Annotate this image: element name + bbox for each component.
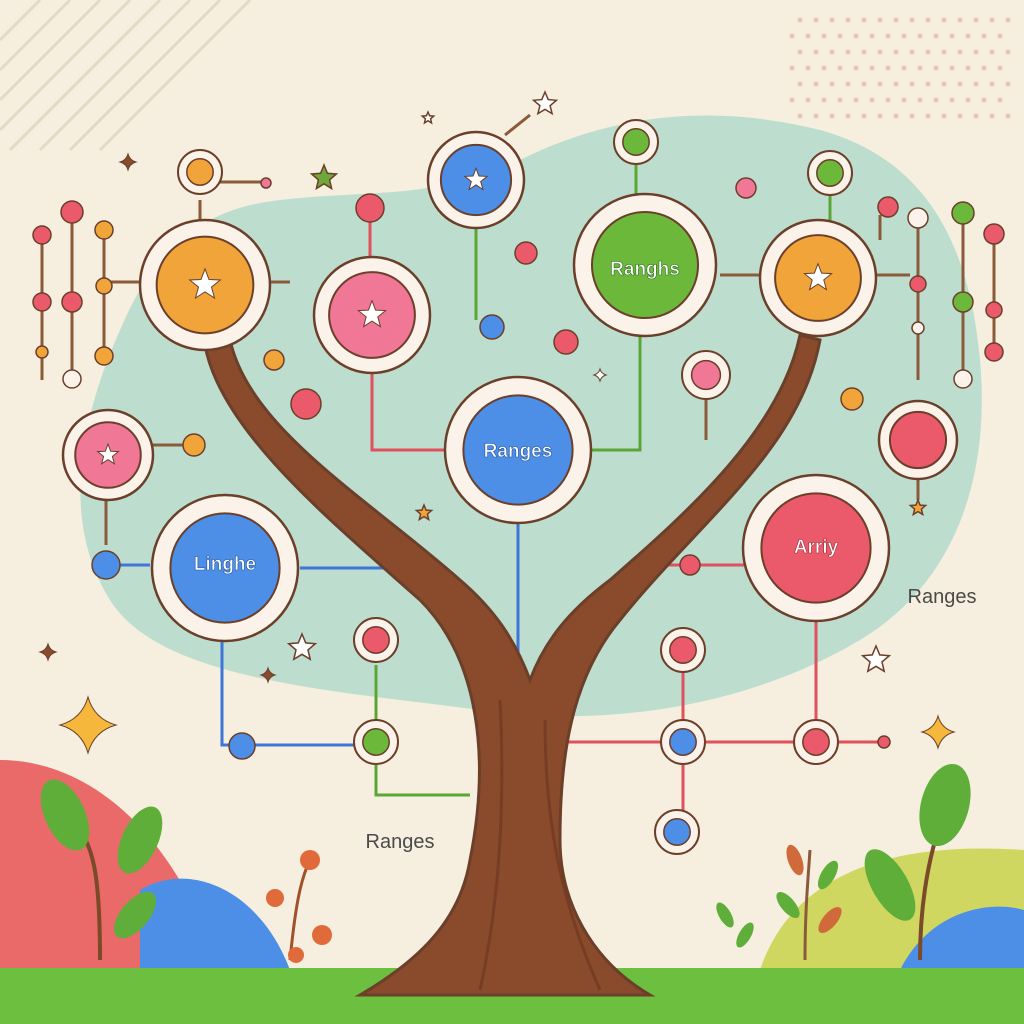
connector-dot: [94, 346, 114, 366]
connector-dot: [62, 369, 82, 389]
node-green-ranghs[interactable]: [572, 192, 718, 338]
connector-dot: [61, 291, 83, 313]
node-red-right[interactable]: [877, 399, 959, 481]
decor-layer: [38, 90, 956, 755]
connector-dot: [909, 275, 927, 293]
star-icon: [309, 163, 339, 191]
node-label-linghe: Linghe: [194, 554, 256, 575]
connector-dot: [260, 177, 272, 189]
sparkle-icon: [259, 666, 277, 684]
sparkle-icon: [58, 695, 118, 755]
sparkle-icon: [592, 367, 608, 383]
background-hatch: [0, 0, 252, 152]
connector-dot: [290, 388, 322, 420]
connector-dot: [32, 225, 52, 245]
sprout-icon: [266, 850, 332, 963]
node-label-arriy: Arriy: [794, 537, 839, 558]
sparkle-icon: [920, 714, 956, 750]
sprout-icon: [864, 763, 971, 961]
side-label-ranges: Ranges: [908, 586, 977, 608]
connector-dot: [735, 177, 757, 199]
connector-dot: [32, 292, 52, 312]
sprout-icon: [716, 844, 842, 961]
connector-dot: [911, 321, 925, 335]
node-label-ranges: Ranges: [484, 441, 553, 462]
left-blue-hill: [140, 878, 290, 970]
star-icon: [357, 299, 387, 328]
small-node[interactable]: [660, 627, 706, 673]
node-label-ranghs: Ranghs: [610, 259, 680, 280]
node-orange-right[interactable]: [758, 218, 878, 338]
small-node[interactable]: [613, 119, 659, 165]
star-icon: [96, 442, 120, 465]
connector-dot: [983, 223, 1005, 245]
node-pink[interactable]: [312, 255, 432, 375]
node-blue-top[interactable]: [426, 130, 526, 230]
connector-dot: [60, 200, 84, 224]
star-icon: [286, 632, 318, 661]
connector-dot: [679, 554, 701, 576]
star-icon: [803, 262, 833, 291]
connector-dot: [952, 291, 974, 313]
connector-dot: [355, 193, 385, 223]
tree-trunk: [203, 333, 822, 997]
star-icon: [188, 267, 222, 300]
small-node[interactable]: [353, 719, 399, 765]
connector-dot: [35, 345, 49, 359]
connector-dot: [877, 196, 899, 218]
star-icon: [860, 644, 892, 673]
connector-dot: [985, 301, 1003, 319]
right-blue-hill: [900, 906, 1024, 970]
connector-dot: [840, 387, 864, 411]
connector-dot: [263, 349, 285, 371]
connector-dot: [514, 241, 538, 265]
connector-dot: [907, 207, 929, 229]
background-dots: [789, 17, 1011, 119]
small-node[interactable]: [681, 350, 731, 400]
node-red-arriy[interactable]: [741, 473, 891, 623]
small-node[interactable]: [654, 809, 700, 855]
node-layer: [32, 119, 1005, 855]
connector-dot: [877, 735, 891, 749]
node-pink-left[interactable]: [61, 408, 155, 502]
connector-dot: [953, 369, 973, 389]
node-orange-left[interactable]: [138, 218, 272, 352]
star-icon: [414, 503, 434, 522]
node-blue-linghe[interactable]: [150, 493, 300, 643]
small-node[interactable]: [660, 719, 706, 765]
connector-dot: [182, 433, 206, 457]
connector-dot: [95, 277, 113, 295]
connector-dot: [94, 220, 114, 240]
connector-dot: [553, 329, 579, 355]
bottom-label-ranges: Ranges: [366, 831, 435, 853]
star-icon: [531, 90, 559, 116]
connector-dot: [984, 342, 1004, 362]
star-icon: [420, 110, 436, 125]
connector-dot: [951, 201, 975, 225]
connector-dot: [479, 314, 505, 340]
small-node[interactable]: [353, 617, 399, 663]
connector-dot: [228, 732, 256, 760]
connector-dot: [91, 550, 121, 580]
sprout-icon: [40, 779, 163, 961]
small-node[interactable]: [807, 150, 853, 196]
small-node[interactable]: [177, 149, 223, 195]
star-icon: [908, 498, 928, 517]
sparkle-icon: [118, 152, 138, 172]
small-node[interactable]: [793, 719, 839, 765]
node-blue-ranges[interactable]: [443, 375, 593, 525]
sparkle-icon: [38, 642, 58, 662]
star-icon: [463, 166, 489, 191]
